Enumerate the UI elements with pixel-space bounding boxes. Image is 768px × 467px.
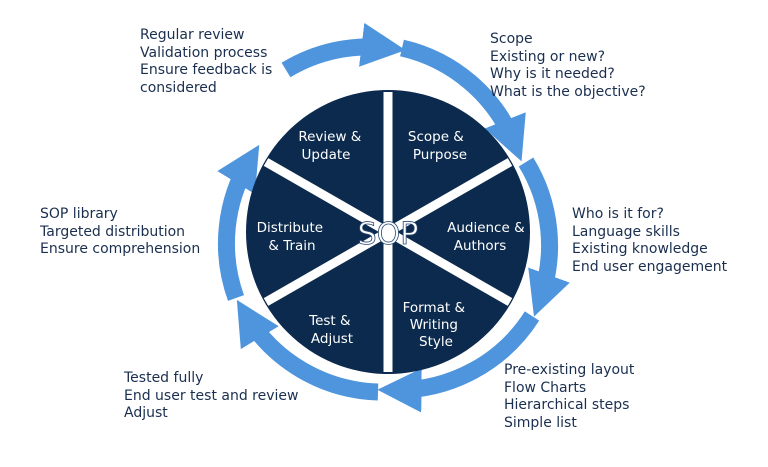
note-line: Validation process — [140, 44, 268, 61]
note-line: End user test and review — [124, 387, 299, 404]
segment-dividers — [263, 92, 513, 372]
note-line: SOP library — [40, 206, 118, 222]
note-line: Existing or new? — [490, 48, 606, 65]
note-line: Adjust — [124, 405, 168, 421]
note-audience: Who is it for? Language skills Existing … — [572, 206, 727, 276]
note-scope: Scope Existing or new? Why is it needed?… — [490, 31, 646, 101]
note-test: Tested fully End user test and review Ad… — [124, 370, 298, 423]
ring-arrow-top — [281, 22, 406, 78]
ring-arrow-left — [217, 144, 260, 301]
ring-arrow-top-right — [399, 39, 526, 162]
note-format: Pre-existing layout Flow Charts Hierarch… — [504, 362, 634, 432]
segment-format: Format & Writing Style — [403, 300, 470, 350]
ring-arrow-bottom-right — [377, 311, 540, 413]
note-line: Targeted distribution — [40, 223, 186, 240]
note-line: Why is it needed? — [490, 66, 615, 82]
note-line: Pre-existing layout — [504, 362, 635, 378]
note-review: Regular review Validation process Ensure… — [140, 27, 272, 97]
segment-labels: Review & Update Scope & Purpose Audience… — [257, 129, 529, 350]
note-line: Tested fully — [124, 370, 204, 386]
note-distribute: SOP library Targeted distribution Ensure… — [40, 206, 200, 259]
note-line: Ensure comprehension — [40, 241, 201, 257]
note-line: Ensure feedback is — [140, 62, 273, 78]
center-label: SOP — [358, 217, 419, 252]
segment-distribute: Distribute & Train — [257, 220, 328, 254]
cycle-ring — [217, 22, 570, 413]
note-line: Flow Charts — [504, 379, 587, 396]
note-line: Existing knowledge — [572, 241, 708, 257]
note-line: considered — [140, 79, 217, 96]
segment-scope: Scope & Purpose — [408, 129, 468, 163]
ring-arrow-bottom-left — [236, 299, 379, 401]
ring-arrow-right — [518, 157, 570, 317]
segment-review: Review & Update — [298, 129, 365, 163]
note-line: Who is it for? — [572, 206, 664, 222]
note-line: Hierarchical steps — [504, 397, 630, 413]
note-line: Language skills — [572, 223, 680, 240]
segment-test: Test & Adjust — [308, 313, 355, 347]
note-line: Simple list — [504, 414, 577, 431]
note-line: Regular review — [140, 27, 245, 43]
segment-audience: Audience & Authors — [447, 220, 529, 254]
note-line: What is the objective? — [490, 83, 646, 100]
note-line: End user engagement — [572, 258, 728, 275]
note-line: Scope — [490, 31, 533, 47]
